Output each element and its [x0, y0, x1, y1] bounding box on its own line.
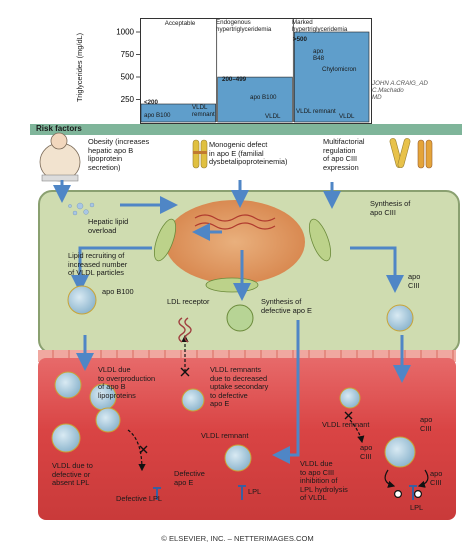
chart-bar-2 — [294, 31, 370, 123]
apo-b100-label: apo B100 — [102, 287, 134, 296]
vldl-remnant-label-1: VLDL remnant — [201, 431, 249, 440]
y-tick-label: 250 — [121, 95, 135, 104]
range-label-marked: >500 — [293, 36, 307, 43]
vldl-apo-ciii-label: VLDL due to apo CIII inhibition of LPL h… — [300, 459, 348, 503]
lpl-label-2: LPL — [410, 503, 424, 512]
apo-ciii-cell-label: apo CIII — [408, 272, 421, 290]
obesity-text: Obesity (increases hepatic apo B lipopro… — [88, 137, 150, 172]
bar-label-vldl-remnant-a: VLDL remnant — [192, 104, 215, 118]
obese-person-figure — [39, 132, 81, 182]
bar-label-apo-b48: apo B48 — [313, 48, 325, 62]
vldl-overproduction-label: VLDL due to overproduction of apo B lipo… — [98, 365, 156, 400]
y-tick-label: 1000 — [116, 28, 134, 37]
defective-apo-e-label: Defective apo E — [174, 469, 205, 487]
vldl-remnant-label-2: VLDL remnant — [322, 420, 370, 429]
synthesis-apo-ciii-label: Synthesis of apo CIII — [370, 199, 411, 217]
defective-lpl-label: Defective LPL — [116, 494, 163, 503]
monogenic-text: Monogenic defect in apo E (familial dysb… — [209, 140, 288, 167]
bar-label-chylomicron: Chylomicron — [322, 66, 357, 73]
range-label-endogenous: 200–499 — [222, 76, 247, 83]
apo-ciii-blood-label-1: apo CIII — [360, 443, 373, 461]
artist-signature: JOHN A.CRAIG_AD C.Machado MD — [372, 80, 428, 101]
bar-label-apo-b100-e: apo B100 — [250, 94, 277, 101]
range-label-acceptable: <200 — [144, 99, 158, 106]
bar-label-vldl-m: VLDL — [339, 113, 355, 120]
lipid-recruiting-label: Lipid recruiting of increased number of … — [68, 251, 128, 278]
bar-label-apo-b100-a: apo B100 — [144, 112, 171, 119]
risk-factors-bar — [30, 124, 462, 135]
chart-bar-1 — [217, 76, 293, 123]
synthesis-defective-apo-e-label: Synthesis of defective apo E — [261, 297, 312, 315]
category-label-endogenous: Endogenous hypertriglyceridemia — [216, 19, 272, 33]
chromosome-monogenic — [192, 139, 208, 169]
hepatocyte-nucleus — [165, 200, 305, 284]
apo-ciii-blood-label-3: apo CIII — [430, 469, 443, 487]
hepatic-lipid-label: Hepatic lipid overload — [88, 217, 129, 235]
y-tick-label: 500 — [121, 73, 135, 82]
multifactorial-text: Multifactorial regulation of apo CIII ex… — [323, 137, 365, 172]
risk-factors-title: Risk factors — [36, 124, 82, 133]
lpl-label-1: LPL — [248, 487, 262, 496]
category-label-marked: Marked hypertriglyceridemia — [292, 19, 348, 33]
copyright-footer: © ELSEVIER, INC. – NETTERIMAGES.COM — [161, 534, 314, 543]
ldl-receptor-label: LDL receptor — [167, 297, 210, 306]
chromosomes-multifactorial — [389, 138, 433, 169]
apo-ciii-blood-label-2: apo CIII — [420, 415, 433, 433]
bar-label-vldl-remnant-m: VLDL remnant — [296, 108, 336, 115]
chart-bar-0 — [140, 103, 216, 123]
chart-plot: 250 500 750 1000 — [116, 18, 370, 123]
vldl-defective-lpl-label: VLDL due to defective or absent LPL — [52, 461, 93, 488]
y-tick-label: 750 — [121, 50, 135, 59]
category-label-acceptable: Acceptable — [164, 20, 196, 27]
bar-label-vldl-e: VLDL — [265, 113, 281, 120]
vldl-remnants-label: VLDL remnants due to decreased uptake se… — [210, 365, 269, 409]
